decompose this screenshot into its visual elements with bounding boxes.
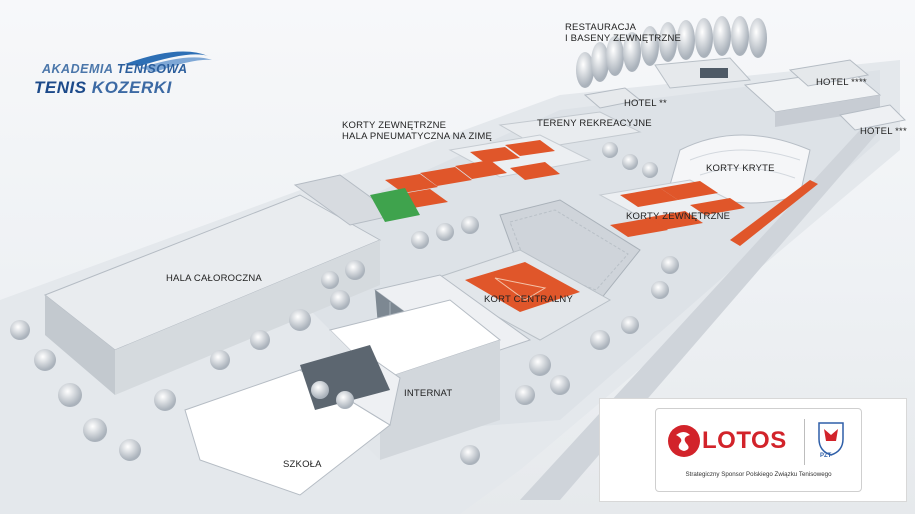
pzt-text: PZT	[820, 453, 832, 459]
label-korty-zewnetrzne-1-line2: HALA PNEUMATYCZNA NA ZIMĘ	[342, 131, 492, 142]
sponsor-panel: LOTOS PZT Strategiczny Sponsor Polskiego…	[599, 398, 907, 502]
label-szkola: SZKOŁA	[283, 459, 322, 470]
pine-trees	[576, 16, 767, 88]
lotos-logo-icon	[668, 425, 700, 457]
label-hotel-2: HOTEL **	[624, 98, 667, 109]
lotos-wordmark: LOTOS	[702, 427, 787, 454]
label-korty-kryte: KORTY KRYTE	[706, 163, 775, 174]
sponsor-card: LOTOS PZT Strategiczny Sponsor Polskiego…	[655, 408, 862, 492]
hala-caloroczna-building	[44, 174, 420, 395]
hotel-2-building	[583, 87, 642, 109]
outdoor-courts-2	[598, 179, 745, 237]
snow-trees	[10, 142, 679, 465]
outdoor-courts-1	[385, 134, 592, 208]
logo-tenisowa: TENISOWA	[116, 62, 188, 76]
label-hotel-3: HOTEL ***	[860, 126, 907, 137]
sponsor-caption: Strategiczny Sponsor Polskiego Związku T…	[685, 471, 832, 478]
label-korty-zewnetrzne-1: KORTY ZEWNĘTRZNE HALA PNEUMATYCZNA NA ZI…	[342, 120, 492, 142]
label-korty-zewnetrzne-1-line1: KORTY ZEWNĘTRZNE	[342, 120, 447, 131]
logo-line-1: AKADEMIA TENISOWA	[42, 62, 188, 76]
label-restauracja: RESTAURACJA I BASENY ZEWNĘTRZNE	[565, 22, 681, 44]
label-hala-caloroczna: HALA CAŁOROCZNA	[166, 273, 262, 284]
label-korty-zewnetrzne-2: KORTY ZEWNĘTRZNE	[626, 211, 731, 222]
label-internat: INTERNAT	[404, 388, 453, 399]
academy-logo: AKADEMIA TENISOWA TENIS KOZERKI	[30, 46, 220, 106]
central-court	[465, 262, 580, 312]
pzt-logo-icon	[818, 422, 844, 456]
green-court	[370, 188, 420, 222]
logo-akademia: AKADEMIA	[42, 62, 113, 76]
logo-swoosh-icon	[125, 51, 212, 72]
label-restauracja-line2: I BASENY ZEWNĘTRZNE	[565, 33, 682, 44]
label-hotel-4: HOTEL ****	[816, 77, 867, 88]
label-tereny-rekreacyjne: TERENY REKREACYJNE	[537, 118, 652, 129]
central-stadium	[428, 199, 641, 341]
logo-tenis: TENIS	[34, 78, 87, 97]
hotel-3-building	[838, 104, 907, 131]
sponsor-divider	[804, 419, 805, 465]
label-restauracja-line1: RESTAURACJA	[565, 22, 637, 33]
logo-kozerki: KOZERKI	[91, 78, 172, 97]
pool	[700, 68, 728, 78]
logo-line-2: TENIS KOZERKI	[34, 78, 172, 98]
label-kort-centralny: KORT CENTRALNY	[484, 294, 574, 305]
